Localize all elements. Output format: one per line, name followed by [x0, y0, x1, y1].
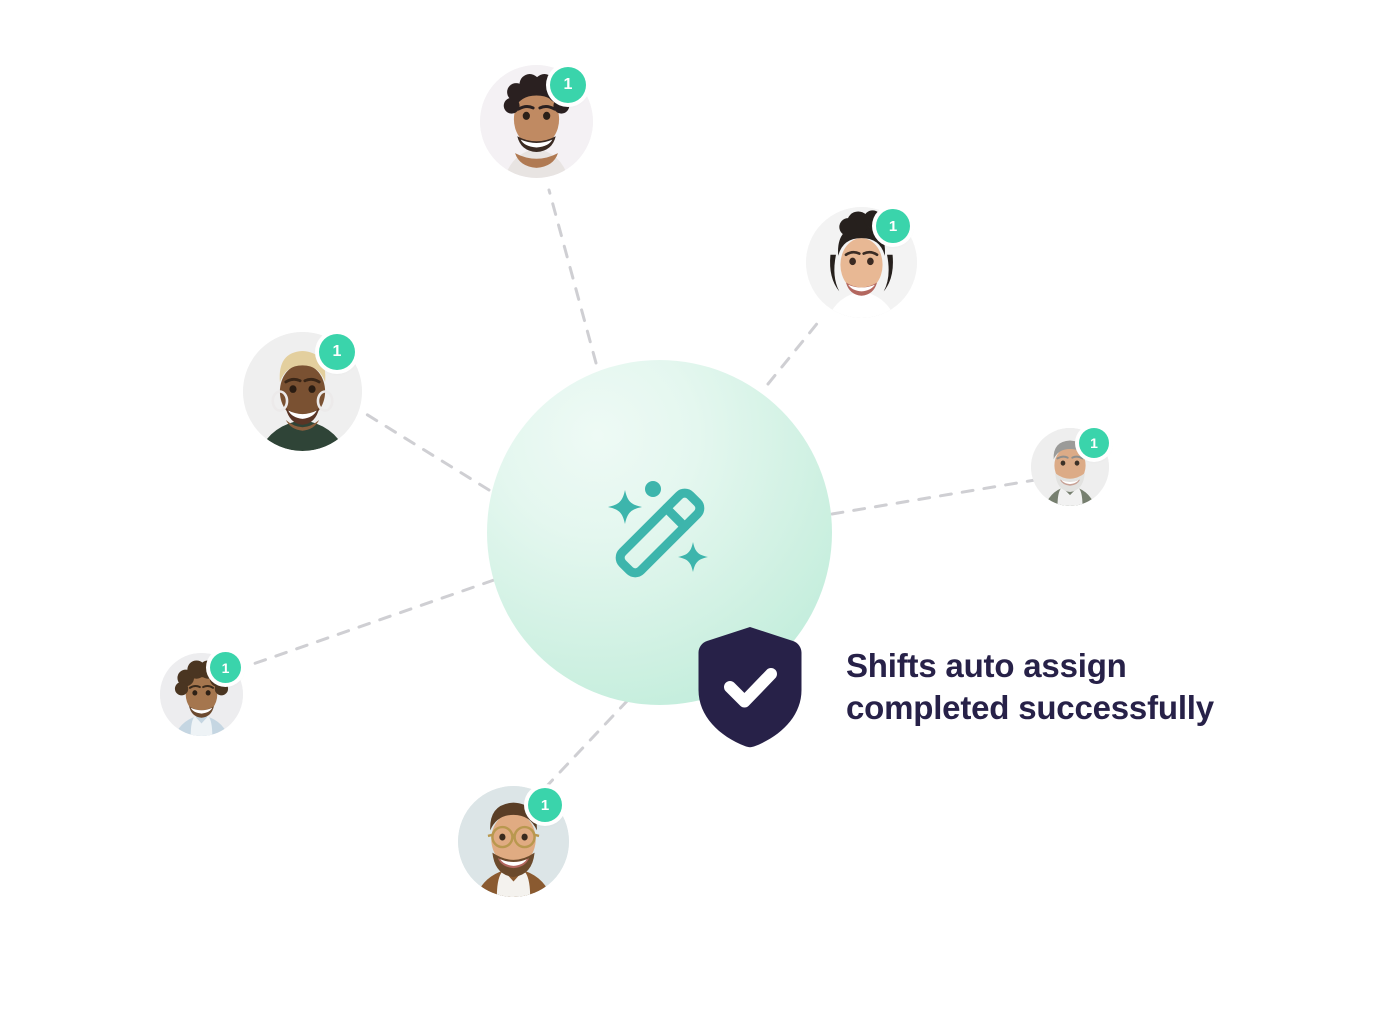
- avatar-curly-hair-man-count-badge: 1: [550, 67, 586, 103]
- notification-line-2: completed successfully: [846, 689, 1214, 726]
- avatar-blonde-hair-woman-count-badge: 1: [319, 334, 355, 370]
- shield-check-icon: [698, 627, 802, 748]
- notification-line-1: Shifts auto assign: [846, 647, 1127, 685]
- connector-to-avatar-6: [364, 412, 491, 492]
- avatar-bun-hair-woman[interactable]: 1: [806, 207, 917, 318]
- avatar-afro-hair-man-count-badge: 1: [210, 652, 241, 683]
- magic-wand-icon: [607, 480, 708, 577]
- avatar-grey-beard-man-count-badge: 1: [1079, 428, 1109, 458]
- avatar-glasses-man-count-badge: 1: [528, 788, 562, 822]
- avatar-bun-hair-woman-count-badge: 1: [876, 209, 910, 243]
- avatar-curly-hair-man[interactable]: 1: [480, 65, 593, 178]
- success-notification: Shifts auto assign completed successfull…: [697, 626, 1214, 748]
- avatar-glasses-man[interactable]: 1: [458, 786, 569, 897]
- connector-to-avatar-3: [830, 478, 1037, 516]
- connector-to-avatar-1: [547, 188, 598, 365]
- avatar-grey-beard-man[interactable]: 1: [1031, 428, 1109, 506]
- connector-to-avatar-4: [543, 698, 630, 790]
- avatar-afro-hair-man[interactable]: 1: [160, 652, 243, 736]
- avatar-blonde-hair-woman[interactable]: 1: [243, 332, 362, 451]
- connector-to-avatar-5: [251, 578, 496, 666]
- connector-to-avatar-2: [766, 318, 822, 386]
- notification-message: Shifts auto assign completed successfull…: [846, 645, 1214, 728]
